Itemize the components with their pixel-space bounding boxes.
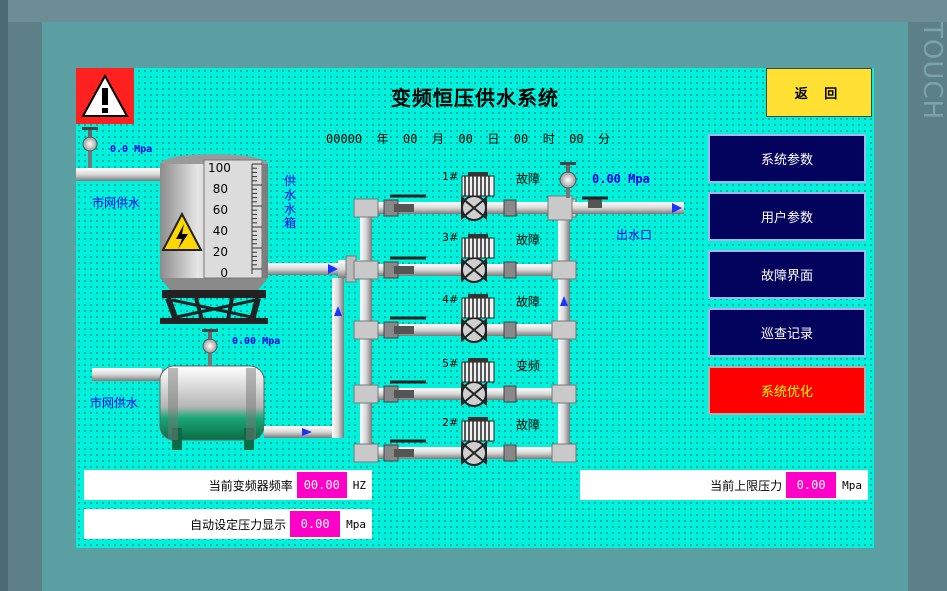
minute-value: 00: [569, 132, 584, 146]
upper-pressure-unit: Mpa: [842, 478, 862, 492]
pump-5-id: 5#: [442, 357, 459, 370]
freq-label: 当前变频器频率: [208, 478, 293, 493]
tank-scale-tick: 100: [208, 161, 231, 175]
top-gauge-unit: Mpa: [134, 144, 153, 155]
patrol-records-button[interactable]: 巡查记录: [708, 308, 866, 357]
day-unit: 日: [487, 132, 500, 146]
upper-pressure-label: 当前上限压力: [710, 478, 783, 493]
pump-unit: [353, 294, 577, 343]
lower-gauge-readout: 0.00 Mpa: [232, 336, 280, 347]
pump-1-status: 故障: [516, 172, 541, 186]
hour-value: 00: [513, 132, 529, 146]
brand-label: TOUCH: [917, 22, 947, 121]
pump-5-status: 变频: [516, 359, 541, 373]
year-unit: 年: [376, 132, 389, 146]
outlet-gauge-unit: Mpa: [628, 172, 650, 186]
upper-pressure-value[interactable]: 0.00: [786, 472, 837, 498]
hour-unit: 时: [542, 132, 555, 146]
pump-2-status: 故障: [516, 418, 541, 432]
set-pressure-unit: Mpa: [346, 517, 366, 531]
system-params-button[interactable]: 系统参数: [708, 134, 866, 183]
pump-3-id: 3#: [442, 231, 459, 244]
hmi-screen: 变频恒压供水系统 00000 年 00 月 00 日 00 时 00 分 返 回…: [76, 68, 874, 548]
city-water-top-label: 市网供水: [92, 196, 141, 210]
upper-pressure-readout: 当前上限压力 0.00 Mpa: [580, 470, 868, 500]
pump-4-status: 故障: [516, 295, 541, 309]
pump-3-status: 故障: [516, 233, 541, 247]
pump-4-id: 4#: [442, 293, 459, 306]
month-unit: 月: [431, 132, 444, 146]
freq-value[interactable]: 00.00: [296, 472, 347, 498]
set-pressure-value[interactable]: 0.00: [290, 511, 341, 537]
window-left-bar: [0, 0, 8, 591]
window-top-bar: [0, 0, 947, 22]
month-value: 00: [403, 132, 418, 146]
system-optimize-button[interactable]: 系统优化: [708, 366, 866, 415]
tank-scale-tick: 80: [212, 182, 228, 196]
top-gauge-value: 0.0: [110, 144, 129, 155]
piping-diagram: [76, 127, 684, 466]
minute-unit: 分: [598, 132, 611, 146]
tank-scale-tick: 20: [212, 245, 228, 259]
city-water-bottom-label: 市网供水: [90, 396, 139, 410]
set-pressure-label: 自动设定压力显示: [190, 517, 287, 532]
tank-scale-tick: 40: [212, 224, 228, 238]
back-button[interactable]: 返 回: [766, 68, 872, 117]
lower-gauge-value: 0.00: [232, 336, 257, 347]
warning-triangle-icon: [81, 73, 129, 117]
tank-scale-tick: 60: [212, 203, 228, 217]
datetime-display: 00000 年 00 月 00 日 00 时 00 分: [326, 130, 610, 147]
day-value: 00: [458, 132, 473, 146]
year-value: 00000: [326, 132, 363, 146]
fault-screen-button[interactable]: 故障界面: [708, 250, 866, 299]
set-pressure-readout: 自动设定压力显示 0.00 Mpa: [84, 509, 372, 539]
pump-unit: [353, 417, 577, 466]
outlet-gauge-readout: 0.00 Mpa: [592, 172, 650, 186]
top-gauge-readout: 0.0 Mpa: [110, 144, 152, 155]
tank-scale-tick: 0: [220, 266, 228, 280]
outlet-label: 出水口: [616, 228, 653, 242]
pump-unit: [353, 358, 577, 407]
warning-panel: [76, 68, 134, 124]
page-title: 变频恒压供水系统: [391, 86, 559, 110]
pump-2-id: 2#: [442, 416, 459, 429]
freq-unit: HZ: [352, 478, 366, 492]
user-params-button[interactable]: 用户参数: [708, 192, 866, 241]
pump-1-id: 1#: [442, 170, 459, 183]
tank-label: 供水水箱: [284, 174, 297, 230]
tank-level-scale: 100 80 60 40 20 0: [208, 158, 231, 284]
freq-readout: 当前变频器频率 00.00 HZ: [84, 470, 372, 500]
outlet-gauge-value: 0.00: [592, 172, 621, 186]
lower-gauge-unit: Mpa: [262, 336, 281, 347]
pump-unit: [353, 234, 577, 283]
